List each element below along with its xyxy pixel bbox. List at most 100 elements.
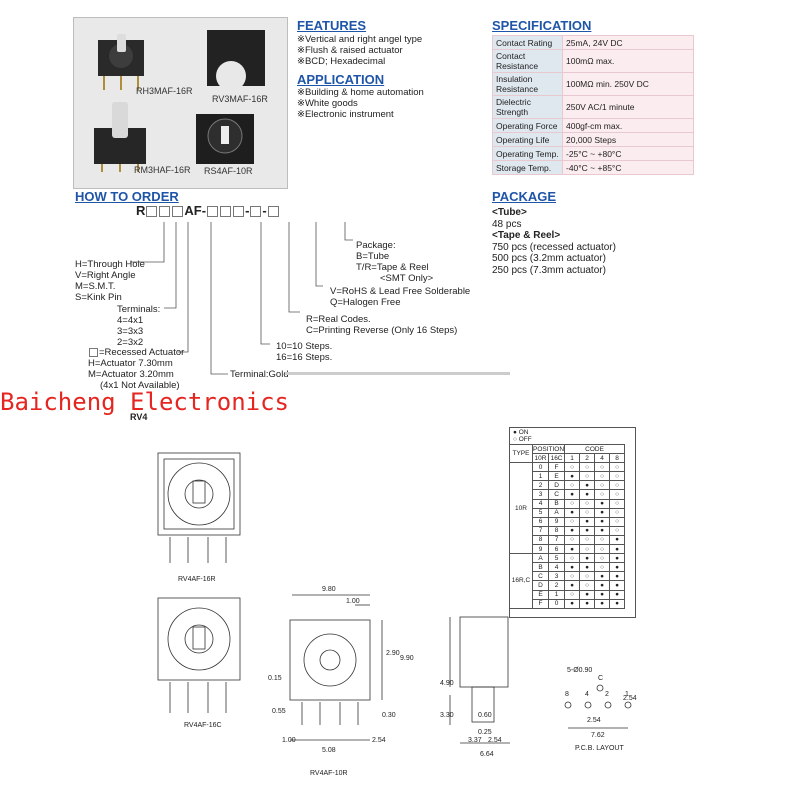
code-bit-cell: ○ bbox=[609, 507, 626, 518]
dim-3-37: 3.37 bbox=[468, 737, 482, 744]
position-value: F bbox=[531, 598, 550, 609]
code-bit-cell: ● bbox=[594, 507, 611, 518]
drawing-label-10r: RV4AF-10R bbox=[310, 770, 348, 777]
series-label: RV4 bbox=[130, 412, 148, 422]
header-16c: 16C bbox=[548, 453, 566, 464]
code-16c-value: 1 bbox=[548, 589, 566, 600]
dim-0-15: 0.15 bbox=[268, 675, 282, 682]
code-bit-cell: ○ bbox=[609, 525, 626, 536]
code-bit-cell: ○ bbox=[609, 498, 626, 509]
product-photo-panel: RH3MAF-16R RV3MAF-16R RM3HAF-16R RS4AF-1… bbox=[73, 17, 288, 189]
dim-2-54b: 2.54 bbox=[488, 737, 502, 744]
mount-options: H=Through Hole V=Right Angle M=S.M.T. S=… bbox=[75, 259, 145, 303]
application-list: ※Building & home automation ※White goods… bbox=[297, 87, 424, 120]
code-bit-cell: ● bbox=[579, 516, 596, 527]
code-bit-cell: ○ bbox=[579, 471, 596, 482]
code-bit-cell: ● bbox=[579, 589, 596, 600]
position-value: B bbox=[531, 562, 550, 573]
code-bit-cell: ● bbox=[594, 598, 611, 609]
code-bit-cell: ● bbox=[609, 562, 626, 573]
code-bit-cell: ○ bbox=[564, 462, 581, 473]
code-bit-cell: ○ bbox=[609, 516, 626, 527]
spec-key: Storage Temp. bbox=[492, 160, 563, 175]
header-10r: 10R bbox=[531, 453, 550, 464]
spec-value: 25mA, 24V DC bbox=[562, 35, 694, 50]
position-value: 2 bbox=[531, 480, 550, 491]
spec-value: -25°C ~ +80°C bbox=[562, 146, 694, 161]
code-16c-value: 8 bbox=[548, 525, 566, 536]
code-16c-value: 9 bbox=[548, 516, 566, 527]
pcb-dim-7-62: 7.62 bbox=[591, 732, 605, 739]
code-bit-cell: ○ bbox=[594, 462, 611, 473]
code-bit-cell: ● bbox=[564, 489, 581, 500]
header-code: CODE bbox=[564, 443, 626, 455]
code-bit-cell: ○ bbox=[564, 480, 581, 491]
code-bit-cell: ● bbox=[579, 598, 596, 609]
legend-on: ● ON bbox=[513, 429, 529, 436]
code-16c-value: 5 bbox=[548, 553, 566, 564]
code-bit-cell: ○ bbox=[609, 462, 626, 473]
part-prefix: R bbox=[136, 203, 146, 218]
code-bit-cell: ● bbox=[609, 589, 626, 600]
photo-caption-3: RM3HAF-16R bbox=[134, 165, 191, 175]
dim-0-25: 0.25 bbox=[478, 729, 492, 736]
code-16c-value: A bbox=[548, 507, 566, 518]
code-bit-cell: ○ bbox=[594, 553, 611, 564]
features-title: FEATURES bbox=[297, 18, 367, 33]
dim-0-60: 0.60 bbox=[478, 712, 492, 719]
code-bit-cell: ● bbox=[564, 525, 581, 536]
code-16c-value: B bbox=[548, 498, 566, 509]
position-value: 6 bbox=[531, 516, 550, 527]
code-options: R=Real Codes. C=Printing Reverse (Only 1… bbox=[306, 314, 458, 336]
pin-label-2: 2 bbox=[605, 691, 609, 698]
position-value: 7 bbox=[531, 525, 550, 536]
terminals-options: Terminals: 4=4x1 3=3x3 2=3x2 bbox=[117, 304, 161, 348]
spec-key: Dielectric Strength bbox=[492, 95, 563, 119]
photo-caption-1: RH3MAF-16R bbox=[136, 86, 193, 96]
pcb-dim-2-54b: 2.54 bbox=[623, 695, 637, 702]
tube-label: <Tube> bbox=[492, 207, 527, 218]
code-16c-value: 7 bbox=[548, 534, 566, 546]
spec-key: Operating Force bbox=[492, 118, 563, 133]
code-legend: ● ON ○ OFF bbox=[513, 429, 532, 443]
dim-0-30: 0.30 bbox=[382, 712, 396, 719]
code-16c-value: C bbox=[548, 489, 566, 500]
application-item: White goods bbox=[304, 98, 358, 109]
position-value: 5 bbox=[531, 507, 550, 518]
code-bit-cell: ○ bbox=[564, 589, 581, 600]
code-bit-cell: ● bbox=[579, 489, 596, 500]
feature-item: BCD; Hexadecimal bbox=[304, 56, 386, 67]
divider bbox=[285, 372, 510, 375]
spec-value: 20,000 Steps bbox=[562, 132, 694, 147]
dim-1-00: 1.00 bbox=[346, 598, 360, 605]
group-10r: 10R bbox=[509, 462, 533, 555]
code-bit-cell: ○ bbox=[594, 471, 611, 482]
code-16c-value: D bbox=[548, 480, 566, 491]
pcb-layout-drawing: 5-Ø0.90 2.54 2.54 7.62 C 8 4 2 1 P.C.B. … bbox=[564, 667, 637, 752]
code-bit-cell: ● bbox=[564, 562, 581, 573]
technical-drawings: RV4AF-16R RV4AF-16C RV4AF-10R 9.80 1.00 … bbox=[157, 452, 510, 777]
dim-2-54: 2.54 bbox=[372, 737, 386, 744]
code-bit-cell: ○ bbox=[609, 480, 626, 491]
pin-label-8: 8 bbox=[565, 691, 569, 698]
code-bit-cell: ● bbox=[579, 562, 596, 573]
dim-9-80: 9.80 bbox=[322, 586, 336, 593]
spec-value: -40°C ~ +85°C bbox=[562, 160, 694, 175]
code-bit-cell: ● bbox=[579, 553, 596, 564]
pin-label-c: C bbox=[598, 675, 603, 682]
code-bit-cell: ○ bbox=[564, 516, 581, 527]
spec-value: 100mΩ max. bbox=[562, 49, 694, 73]
spec-row: Storage Temp.-40°C ~ +85°C bbox=[492, 160, 694, 175]
